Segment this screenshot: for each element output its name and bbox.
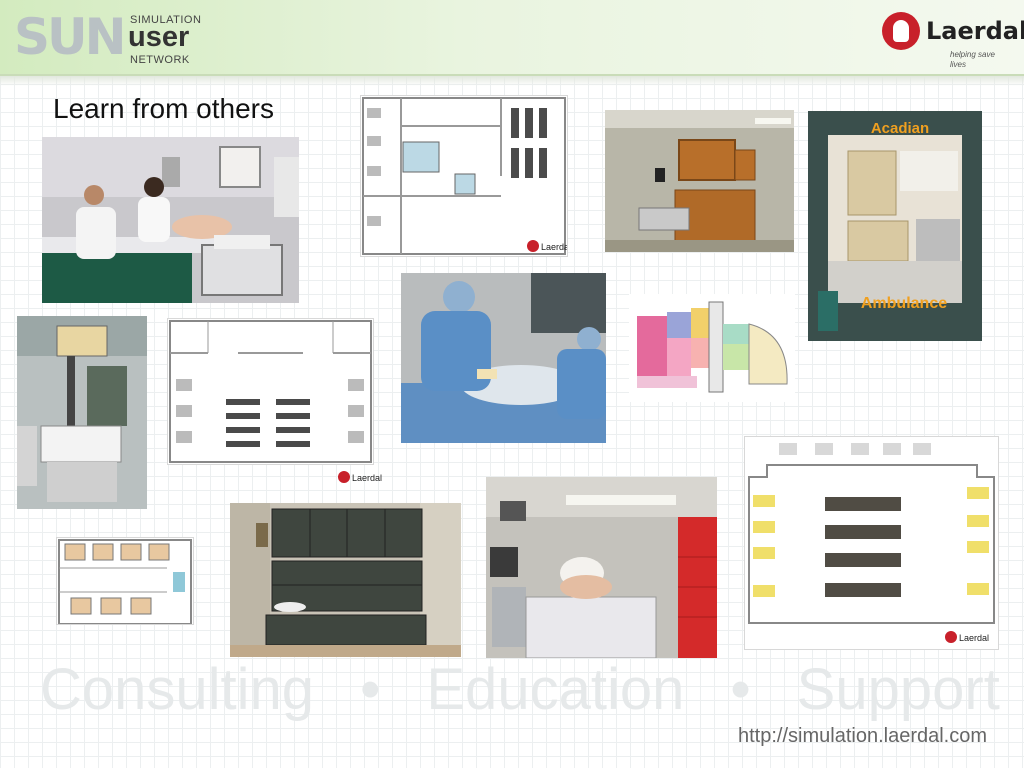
laerdal-mark-icon	[882, 12, 920, 50]
header-banner: SUN SIMULATION user NETWORK Laerdal® hel…	[0, 0, 1024, 76]
plan-laerdal-label: Laerdal	[541, 242, 567, 252]
header-shadow	[0, 76, 1024, 86]
photo-surgery	[401, 273, 606, 443]
floor-plan-color	[629, 294, 795, 402]
ambulance-top-label: Acadian	[871, 120, 929, 137]
footer-word-education: Education	[426, 657, 685, 722]
photo-nursing-room	[42, 137, 299, 303]
footer-url[interactable]: http://simulation.laerdal.com	[738, 725, 988, 747]
footer-tagline: Consulting • Education • Support	[40, 655, 1000, 725]
sun-logo-big: SUN	[14, 8, 126, 66]
plan-laerdal-badge-label: Laerdal	[352, 473, 382, 483]
ambulance-bottom-label: Ambulance	[861, 295, 947, 312]
photo-sink-room	[605, 110, 794, 252]
floor-plan-classroom	[167, 318, 374, 465]
sun-logo-line2: user	[128, 21, 190, 53]
footer-dot-1: •	[360, 657, 381, 722]
footer-word-consulting: Consulting	[40, 657, 315, 722]
photo-infant-warmer	[17, 316, 147, 509]
laerdal-tagline: helping save lives	[950, 50, 995, 69]
sun-logo-line3: NETWORK	[130, 54, 190, 66]
sun-logo-line1: SIMULATION	[130, 14, 202, 26]
footer-word-support: Support	[796, 657, 1000, 722]
floor-plan-top: Laerdal	[360, 95, 568, 257]
laerdal-logo: Laerdal® helping save lives	[882, 12, 1024, 69]
floor-plan-skill-stations: Laerdal	[744, 436, 999, 650]
plan-stations-laerdal-label: Laerdal	[959, 633, 989, 643]
footer-dot-2: •	[730, 657, 751, 722]
sun-logo: SUN SIMULATION user NETWORK	[14, 8, 204, 66]
floor-plan-bottom-left	[56, 537, 194, 625]
photo-ambulance: Acadian Ambulance	[808, 111, 982, 341]
laerdal-name: Laerdal	[926, 17, 1024, 45]
photo-storage-cabinets	[230, 503, 461, 657]
slide-title: Learn from others	[53, 93, 274, 124]
photo-hospital-bed	[486, 477, 717, 658]
plan-laerdal-badge: Laerdal	[336, 468, 386, 486]
